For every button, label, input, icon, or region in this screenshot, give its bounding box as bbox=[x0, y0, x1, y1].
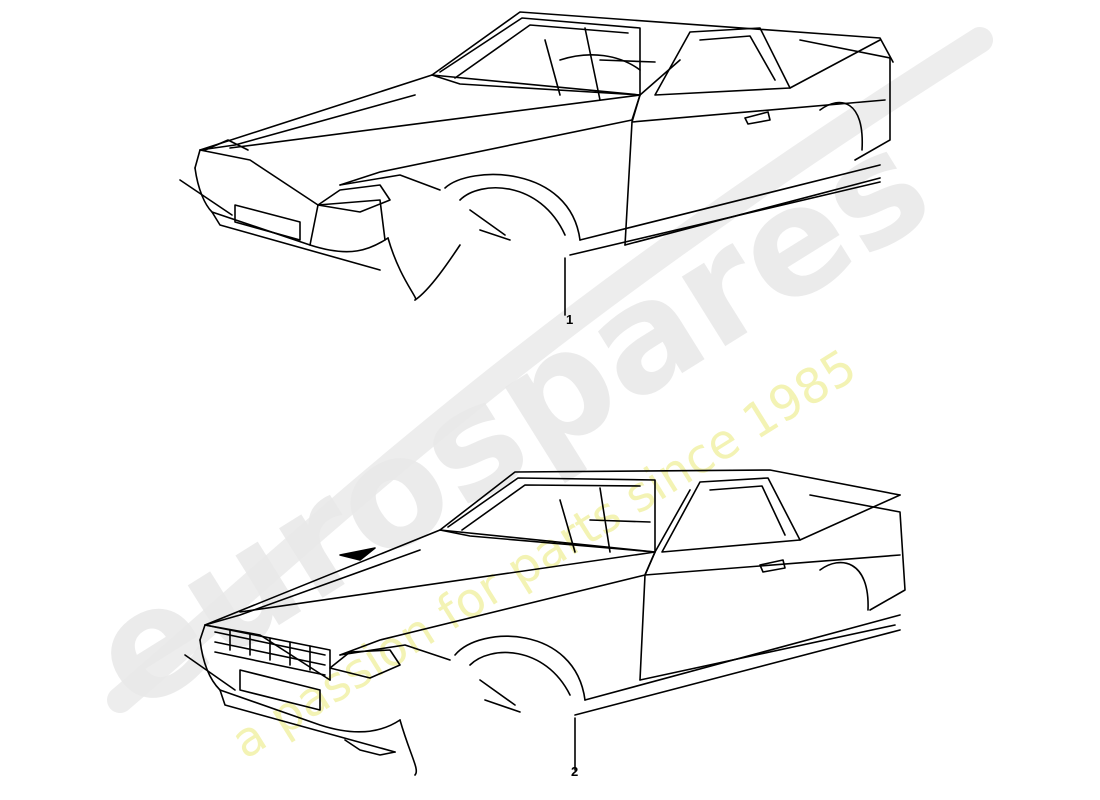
watermark-swoosh bbox=[107, 27, 993, 713]
callout-label-1: 1 bbox=[566, 312, 574, 327]
callout-label-2: 2 bbox=[571, 764, 579, 779]
